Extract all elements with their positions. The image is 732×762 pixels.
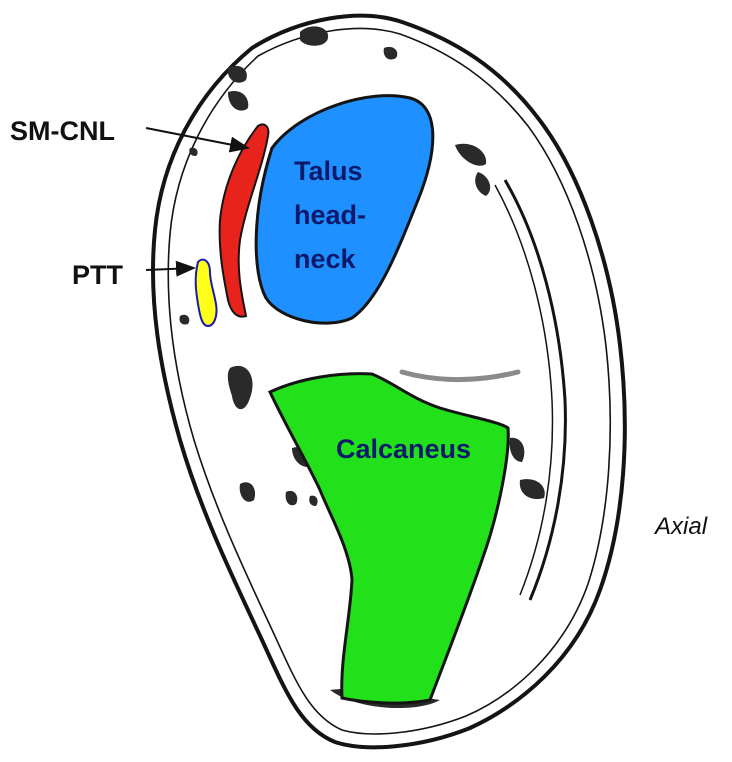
calcaneus-label: Calcaneus: [336, 434, 471, 464]
view-label: Axial: [653, 513, 708, 540]
ptt-label: PTT: [72, 260, 124, 290]
talus-label-line-3: neck: [294, 244, 357, 274]
smcnl-label: SM-CNL: [10, 116, 115, 146]
talus-label-line-1: Talus: [294, 156, 363, 186]
talus-label-line-2: head-: [294, 200, 366, 230]
